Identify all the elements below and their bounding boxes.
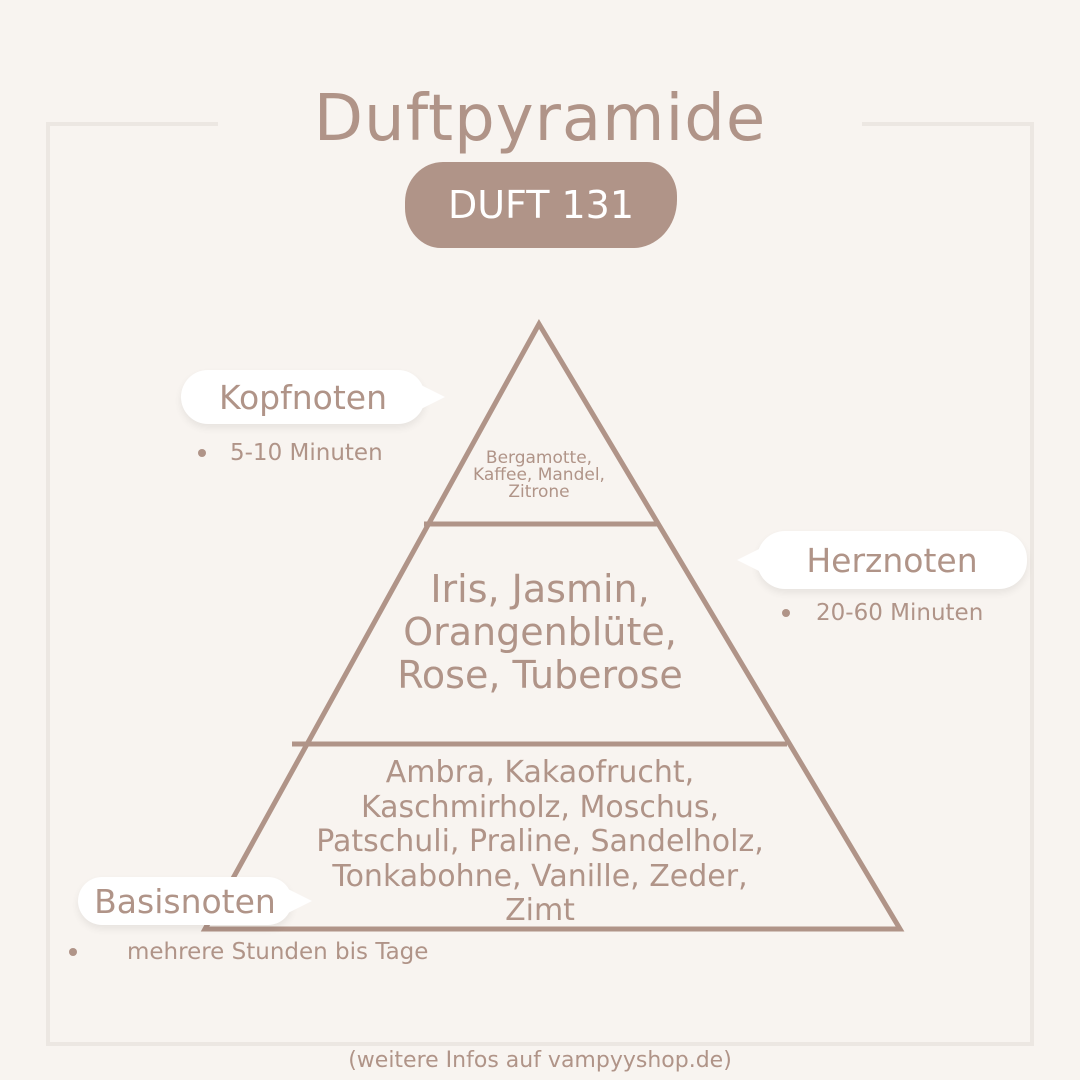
herznoten-duration: 20-60 Minuten [782, 600, 983, 626]
herznoten-label: Herznoten [737, 531, 1027, 589]
herznoten-notes: Iris, Jasmin, Orangenblüte, Rose, Tubero… [340, 568, 740, 697]
basisnoten-notes: Ambra, Kakaofrucht, Kaschmirholz, Moschu… [240, 755, 840, 929]
note-line: Kaffee, Mandel, [473, 465, 605, 485]
kopfnoten-label: Kopfnoten [181, 370, 445, 424]
note-line: Rose, Tuberose [397, 653, 683, 697]
basisnoten-duration: mehrere Stunden bis Tage [69, 939, 428, 965]
duration-text: mehrere Stunden bis Tage [127, 939, 429, 965]
note-line: Ambra, Kakaofrucht, [385, 755, 695, 790]
basisnoten-label: Basisnoten [78, 877, 312, 925]
note-line: Kaschmirholz, Moschus, [360, 789, 720, 825]
page-title: Duftpyramide [313, 82, 767, 156]
note-line: Iris, Jasmin, [430, 567, 650, 611]
scent-badge: DUFT 131 [405, 162, 677, 248]
pyramid [200, 318, 905, 932]
note-line: Tonkabohne, Vanille, Zeder, [332, 858, 748, 894]
bullet-icon [782, 609, 790, 617]
bullet-icon [69, 948, 77, 956]
note-line: Orangenblüte, [403, 610, 677, 654]
duration-text: 5-10 Minuten [230, 440, 383, 466]
kopfnoten-notes: Bergamotte, Kaffee, Mandel, Zitrone [439, 450, 639, 501]
note-line: Patschuli, Praline, Sandelholz, [316, 824, 764, 859]
note-line: Zimt [505, 893, 575, 928]
footer-note: (weitere Infos auf vampyyshop.de) [348, 1048, 732, 1073]
note-line: Bergamotte, [485, 448, 593, 468]
herznoten-text: Herznoten [806, 540, 978, 580]
bullet-icon [198, 449, 206, 457]
frame [46, 122, 1034, 1046]
kopfnoten-duration: 5-10 Minuten [198, 440, 383, 466]
kopfnoten-text: Kopfnoten [218, 377, 387, 417]
duration-text: 20-60 Minuten [816, 600, 984, 626]
basisnoten-text: Basisnoten [94, 881, 276, 921]
note-line: Zitrone [508, 482, 570, 502]
